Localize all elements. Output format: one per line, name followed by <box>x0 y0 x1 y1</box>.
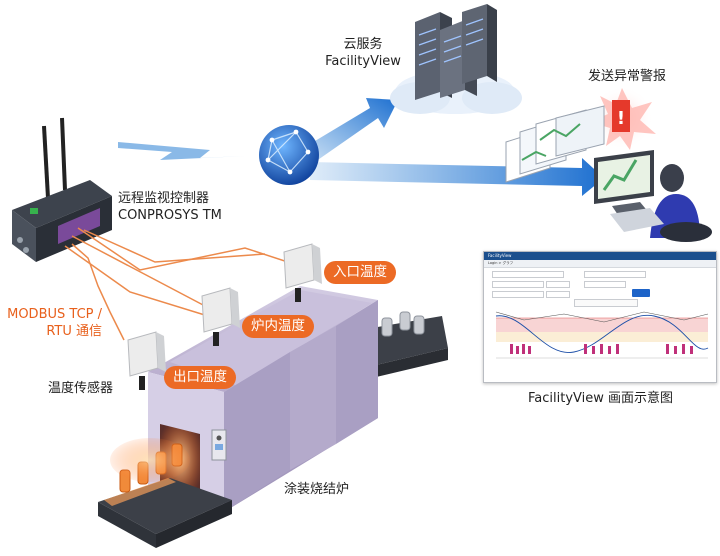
alert-workstation-icon: ! <box>505 86 712 242</box>
protocol-label: MODBUS TCP / RTU 通信 <box>0 306 102 340</box>
alert-arrow-icon <box>310 158 604 196</box>
modbus-wiring <box>64 227 301 341</box>
screenshot-form-row <box>484 270 716 278</box>
cloud-service-title: 云服务 <box>343 37 383 52</box>
alert-label: 发送异常警报 <box>588 69 667 84</box>
protocol-line-1: MODBUS TCP / <box>7 307 102 322</box>
outlet-temperature-tag: 出口温度 <box>164 366 236 389</box>
wireless-link-icon <box>118 142 245 160</box>
furnace-icon <box>98 286 448 548</box>
controller-product: CONPROSYS TM <box>118 208 222 223</box>
screenshot-form-row <box>484 290 716 298</box>
cloud-server-icon <box>390 4 522 114</box>
controller-device-icon <box>12 117 112 262</box>
screenshot-period-control <box>574 299 638 307</box>
facilityview-screenshot: FacilityView Login > グラフ <box>483 251 717 383</box>
svg-text:!: ! <box>617 108 625 129</box>
screenshot-nav: Login > グラフ <box>484 260 716 268</box>
internet-globe-icon <box>259 125 319 185</box>
sensor-inside-icon <box>201 287 240 346</box>
furnace-temperature-tag: 炉内温度 <box>242 315 314 338</box>
screenshot-titlebar: FacilityView <box>484 252 716 260</box>
protocol-line-2: RTU 通信 <box>46 324 102 339</box>
sensor-label: 温度传感器 <box>48 381 114 396</box>
cloud-service-product: FacilityView <box>325 54 401 69</box>
screenshot-caption: FacilityView 画面示意图 <box>528 391 674 406</box>
inlet-temperature-tag: 入口温度 <box>324 261 396 284</box>
screenshot-search-button <box>632 289 650 297</box>
cloud-arrow-icon <box>300 98 398 164</box>
controller-label: 远程监视控制器 CONPROSYS TM <box>118 190 222 224</box>
screenshot-chart <box>495 311 709 359</box>
furnace-label: 涂装烧结炉 <box>284 482 350 497</box>
controller-title: 远程监视控制器 <box>118 191 210 206</box>
sensor-outlet-icon <box>127 331 166 390</box>
cloud-service-label: 云服务 FacilityView <box>318 36 408 70</box>
sensor-inlet-icon <box>283 243 322 302</box>
screenshot-form-row <box>484 280 716 288</box>
